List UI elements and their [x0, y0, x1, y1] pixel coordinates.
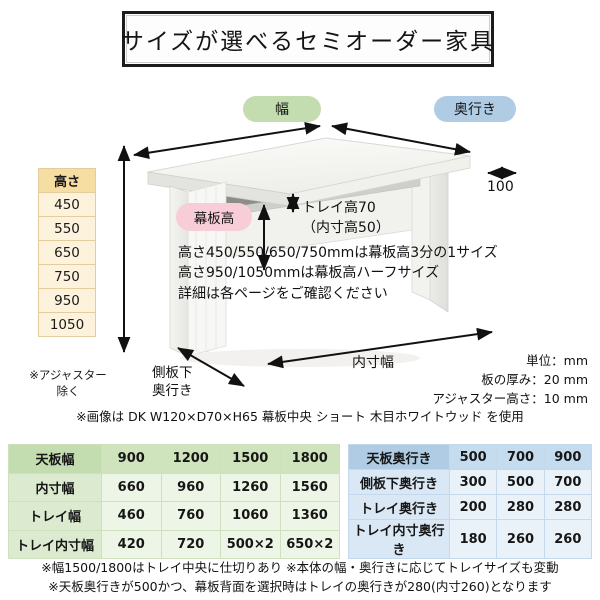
cell: 280 [543, 494, 593, 520]
table-row: トレイ内寸奥行き 180 260 260 [348, 519, 593, 559]
apron-note-line2: 高さ950/1050mmは幕板高ハーフサイズ [178, 265, 440, 282]
page-title-inner-border: サイズが選べるセミオーダー家具 [121, 15, 493, 63]
adjuster-note: ※アジャスター 除く [22, 368, 114, 399]
unit-note-line1: 単位：mm [526, 353, 588, 368]
cell: 720 [160, 529, 221, 559]
side-under-depth-line1: 側板下 [152, 365, 193, 381]
height-value: 750 [38, 264, 96, 289]
unit-notes: 単位：mm 板の厚み：20 mm アジャスター高さ：10 mm [380, 352, 588, 408]
cell: 700 [496, 444, 545, 470]
cell: 1360 [279, 501, 340, 531]
badge-depth-label: 奥行き [454, 102, 496, 118]
cell: 700 [543, 469, 593, 495]
side-under-depth-label: 側板下 奥行き [152, 364, 193, 400]
cell: 300 [448, 469, 498, 495]
cell: 420 [101, 529, 162, 559]
cell: 660 [101, 472, 162, 502]
cell: 500 [448, 444, 498, 470]
cell: 1500 [220, 444, 281, 474]
cell: 900 [101, 444, 162, 474]
width-spec-table: 天板幅 900 1200 1500 1800 内寸幅 660 960 1260 … [8, 444, 340, 559]
height-row: 1050 [38, 312, 96, 337]
height-row: 550 [38, 216, 96, 241]
height-value: 550 [38, 216, 96, 241]
height-value: 950 [38, 288, 96, 313]
cell: 260 [543, 519, 593, 559]
depth-100-label: 100 [487, 179, 514, 195]
cell: 760 [160, 501, 221, 531]
height-row: 750 [38, 264, 96, 289]
bottom-notes: ※幅1500/1800はトレイ中央に仕切りあり ※本体の幅・奥行きに応じてトレイ… [0, 558, 600, 597]
cell: 180 [448, 519, 498, 559]
height-row: 450 [38, 192, 96, 217]
height-value: 1050 [38, 312, 96, 337]
side-under-depth-line2: 奥行き [152, 383, 193, 400]
row-label: 天板幅 [8, 444, 102, 474]
desk-right-panel [411, 151, 449, 313]
row-label: トレイ内寸奥行き [348, 519, 450, 559]
table-row: トレイ内寸幅 420 720 500×2 650×2 [8, 529, 340, 559]
bottom-note-line2: ※天板奥行きが500かつ、幕板背面を選択時はトレイの奥行きが280(内寸260)… [48, 579, 552, 595]
cell: 1560 [279, 472, 340, 502]
cell: 650×2 [279, 529, 340, 559]
adjuster-note-line2: 除く [56, 383, 80, 398]
tray-height-line1: トレイ高70 [302, 200, 376, 216]
row-label: トレイ奥行き [348, 494, 450, 520]
unit-note-line3: アジャスター高さ：10 mm [432, 390, 588, 406]
height-row: 950 [38, 288, 96, 313]
height-row: 650 [38, 240, 96, 265]
apron-notes: 高さ450/550/650/750mmは幕板高3分の1サイズ 高さ950/105… [178, 243, 498, 304]
cell: 960 [160, 472, 221, 502]
image-caption: ※画像は DK W120×D70×H65 幕板中央 ショート 木目ホワイトウッド… [76, 409, 524, 424]
table-row: 天板奥行き 500 700 900 [348, 444, 593, 470]
cell: 1200 [160, 444, 221, 474]
cell: 280 [496, 494, 545, 520]
apron-note-line3: 詳細は各ページをご確認ください [178, 285, 388, 302]
table-row: トレイ奥行き 200 280 280 [348, 494, 593, 520]
table-row: 側板下奥行き 300 500 700 [348, 469, 593, 495]
cell: 1800 [279, 444, 340, 474]
height-value: 650 [38, 240, 96, 265]
cell: 1260 [220, 472, 281, 502]
cell: 1060 [220, 501, 281, 531]
bottom-note-line1: ※幅1500/1800はトレイ中央に仕切りあり ※本体の幅・奥行きに応じてトレイ… [41, 560, 559, 575]
adjuster-note-line1: ※アジャスター [29, 368, 107, 382]
row-label: 内寸幅 [8, 472, 102, 502]
tray-height-label: トレイ高70 （内寸高50） [302, 198, 390, 239]
cell: 260 [496, 519, 545, 559]
row-label: トレイ内寸幅 [8, 529, 102, 559]
badge-depth: 奥行き [434, 96, 516, 122]
height-table-header: 高さ [38, 168, 96, 193]
height-table: 高さ 450 550 650 750 950 1050 [38, 168, 96, 337]
apron-note-line1: 高さ450/550/650/750mmは幕板高3分の1サイズ [178, 245, 498, 261]
cell: 900 [543, 444, 593, 470]
row-label: 天板奥行き [348, 444, 450, 470]
cell: 500 [496, 469, 545, 495]
row-label: 側板下奥行き [348, 469, 450, 495]
table-row: 天板幅 900 1200 1500 1800 [8, 444, 340, 474]
tray-height-line2: （内寸高50） [302, 220, 390, 237]
row-label: トレイ幅 [8, 501, 102, 531]
unit-note-line2: 板の厚み：20 mm [481, 371, 588, 387]
cell: 500×2 [220, 529, 281, 559]
badge-width: 幅 [243, 96, 321, 122]
height-table-header-row: 高さ [38, 168, 96, 193]
page-title-box: サイズが選べるセミオーダー家具 [121, 11, 494, 67]
cell: 460 [101, 501, 162, 531]
badge-width-label: 幅 [275, 102, 289, 118]
table-row: 内寸幅 660 960 1260 1560 [8, 472, 340, 502]
height-value: 450 [38, 192, 96, 217]
badge-apron-height: 幕板高 [176, 203, 252, 231]
cell: 200 [448, 494, 498, 520]
inner-width-label: 内寸幅 [352, 355, 394, 371]
page-title: サイズが選べるセミオーダー家具 [120, 29, 496, 55]
badge-apron-height-label: 幕板高 [193, 211, 235, 227]
depth-spec-table: 天板奥行き 500 700 900 側板下奥行き 300 500 700 トレイ… [348, 444, 593, 559]
spec-tables: 天板幅 900 1200 1500 1800 内寸幅 660 960 1260 … [8, 444, 593, 559]
table-row: トレイ幅 460 760 1060 1360 [8, 501, 340, 531]
